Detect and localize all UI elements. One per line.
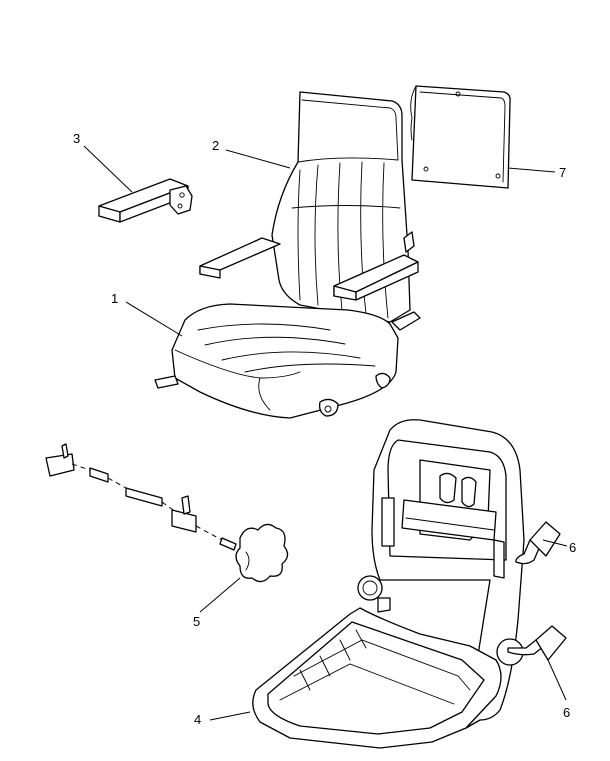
callout-1: 1 xyxy=(111,291,118,306)
back-panel-part-7 xyxy=(410,85,511,189)
seat-frame-part-4 xyxy=(252,419,567,749)
seat-assembly-part-1-2 xyxy=(154,91,421,419)
callout-4: 4 xyxy=(194,712,201,727)
knob-rod-part-5 xyxy=(45,443,289,583)
leader-lines xyxy=(83,145,568,721)
callout-6-lower: 6 xyxy=(563,705,570,720)
callout-6-upper: 6 xyxy=(569,540,576,555)
callout-3: 3 xyxy=(73,131,80,146)
callout-2: 2 xyxy=(212,138,219,153)
callout-7: 7 xyxy=(559,165,566,180)
callout-5: 5 xyxy=(193,614,200,629)
armrest-part-3 xyxy=(98,178,193,223)
